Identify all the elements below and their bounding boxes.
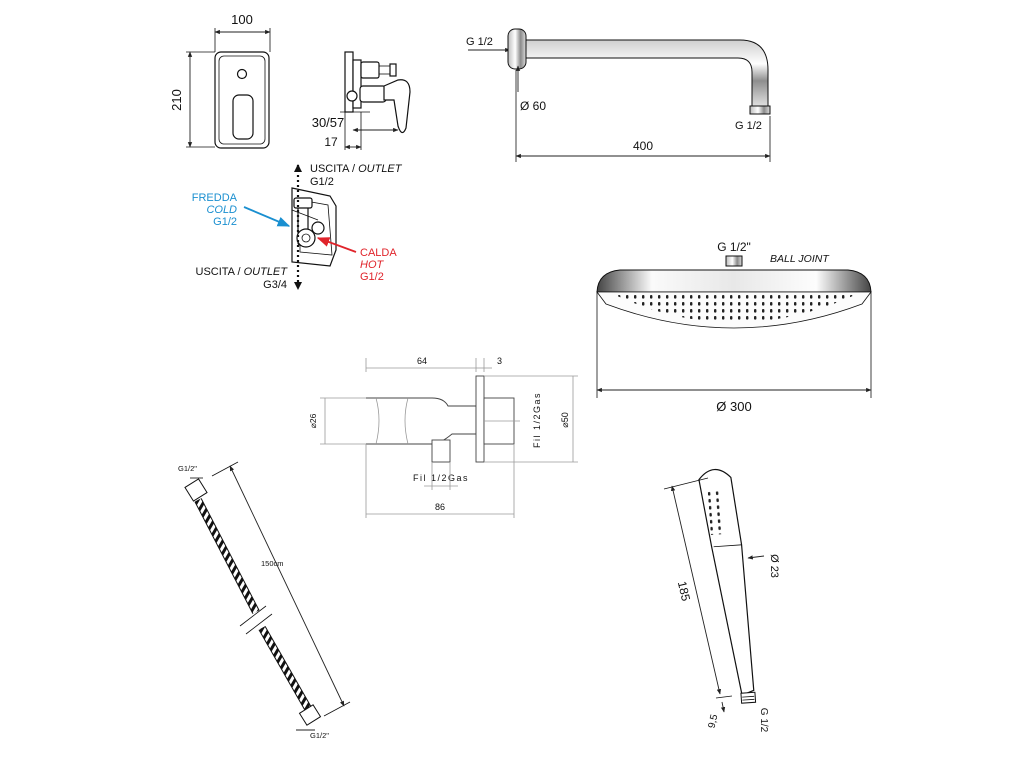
- shower-arm: G 1/2 G 1/2 Ø 60 400: [466, 28, 771, 162]
- hot-arrow: [316, 237, 357, 253]
- arm-thread-out: G 1/2: [735, 120, 762, 132]
- cold-en-label: COLD: [206, 204, 237, 216]
- hand-shower: 185 Ø 23 G 1/2 9,5: [663, 468, 780, 733]
- elbow-dia-50: ⌀50: [560, 412, 570, 427]
- hot-en-label: HOT: [360, 259, 385, 271]
- connection-diagram: USCITA / OUTLET G1/2 FREDDA COLD G1/2 CA…: [192, 163, 403, 291]
- mixer-width-label: 100: [231, 12, 253, 27]
- hand-length: 185: [675, 580, 693, 603]
- mixer-side-view: 30/57 17: [312, 51, 411, 150]
- outlet-bottom-size: G3/4: [263, 279, 287, 291]
- outlet-top-en: OUTLET: [358, 163, 403, 175]
- outlet-top-size: G1/2: [310, 176, 334, 188]
- arm-flange-dia: Ø 60: [520, 99, 546, 113]
- head-thread: G 1/2": [717, 240, 751, 254]
- hand-thread: G 1/2: [758, 708, 769, 733]
- elbow-thread-side: Fil 1/2Gas: [532, 392, 542, 448]
- nozzle-field: [615, 295, 855, 323]
- mixer-height-label: 210: [169, 89, 184, 111]
- arm-thread-in: G 1/2: [466, 36, 493, 48]
- cold-arrow: [243, 206, 291, 227]
- hand-end-len: 9,5: [707, 713, 721, 729]
- head-joint: BALL JOINT: [770, 253, 830, 265]
- hose-length: 150cm: [261, 559, 284, 568]
- cold-size-label: G1/2: [213, 216, 237, 228]
- flexible-hose: G1/2" G1/2" 150cm: [178, 461, 351, 740]
- hot-it-label: CALDA: [360, 247, 397, 259]
- rain-shower-head: G 1/2" BALL JOINT Ø 300: [596, 240, 872, 414]
- mixer-depth2-label: 17: [324, 135, 338, 149]
- svg-text:USCITA / OUTLET: USCITA / OUTLET: [310, 163, 403, 175]
- elbow-dia-26: ⌀26: [308, 413, 318, 428]
- outlet-bottom-en: OUTLET: [244, 266, 289, 278]
- head-diameter: Ø 300: [716, 399, 751, 414]
- hose-bottom-thread: G1/2": [310, 731, 329, 740]
- arm-length: 400: [633, 139, 653, 153]
- elbow-thread-bottom: Fil 1/2Gas: [413, 473, 469, 483]
- svg-text:USCITA / OUTLET: USCITA / OUTLET: [196, 266, 289, 278]
- elbow-dim-3: 3: [497, 356, 502, 366]
- hand-diameter: Ø 23: [768, 554, 780, 578]
- outlet-bottom-it: USCITA /: [196, 266, 242, 278]
- elbow-dim-64: 64: [417, 356, 427, 366]
- mixer-depth-label: 30/57: [312, 115, 345, 130]
- mixer-front-view: 100 210: [169, 12, 271, 149]
- hot-size-label: G1/2: [360, 271, 384, 283]
- wall-outlet-elbow: 64 3 ⌀26 ⌀50 Fil 1/2Gas Fil 1/2Gas 86: [308, 356, 578, 518]
- elbow-dim-86: 86: [435, 502, 445, 512]
- outlet-top-it: USCITA /: [310, 163, 356, 175]
- cold-it-label: FREDDA: [192, 192, 238, 204]
- hose-top-thread: G1/2": [178, 464, 197, 473]
